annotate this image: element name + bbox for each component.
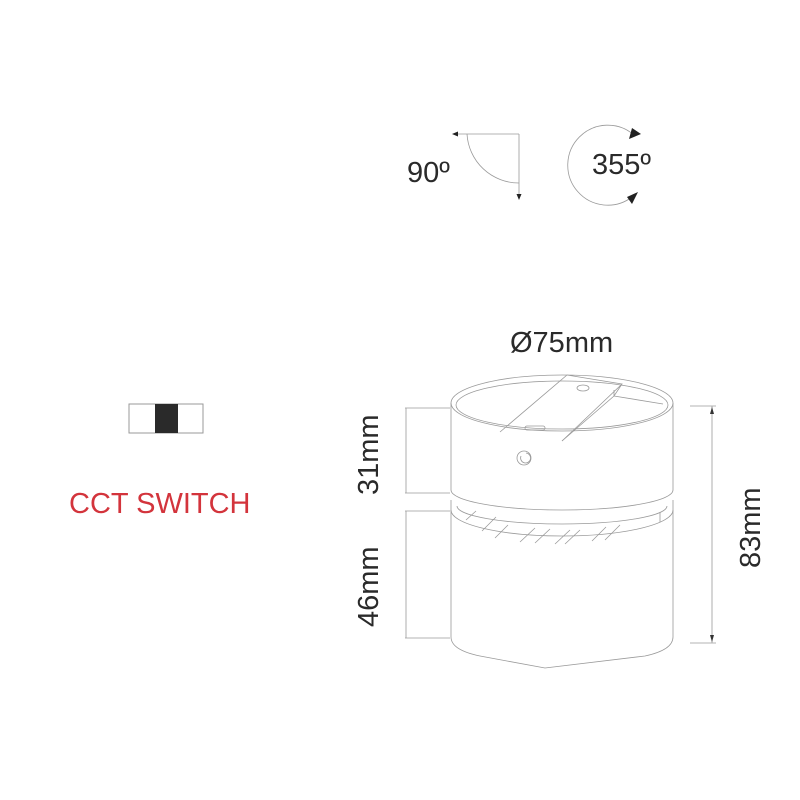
rotate-angle-label: 355º	[592, 149, 651, 181]
three-position-switch-icon	[128, 403, 204, 434]
cylinder-spotlight-drawing	[450, 374, 674, 669]
diameter-label: Ø75mm	[510, 327, 613, 359]
tilt-90-arc-icon	[452, 131, 522, 200]
total-height-dimension	[690, 405, 716, 644]
top-height-dimension	[405, 407, 450, 494]
total-height-label: 83mm	[735, 487, 767, 568]
bottom-height-dimension	[405, 510, 450, 639]
tilt-angle-label: 90º	[407, 157, 450, 189]
bottom-height-label: 46mm	[353, 546, 385, 627]
cct-switch-label: CCT SWITCH	[69, 488, 251, 520]
rotate-355-arrows-icon	[567, 124, 641, 206]
top-height-label: 31mm	[353, 414, 385, 495]
